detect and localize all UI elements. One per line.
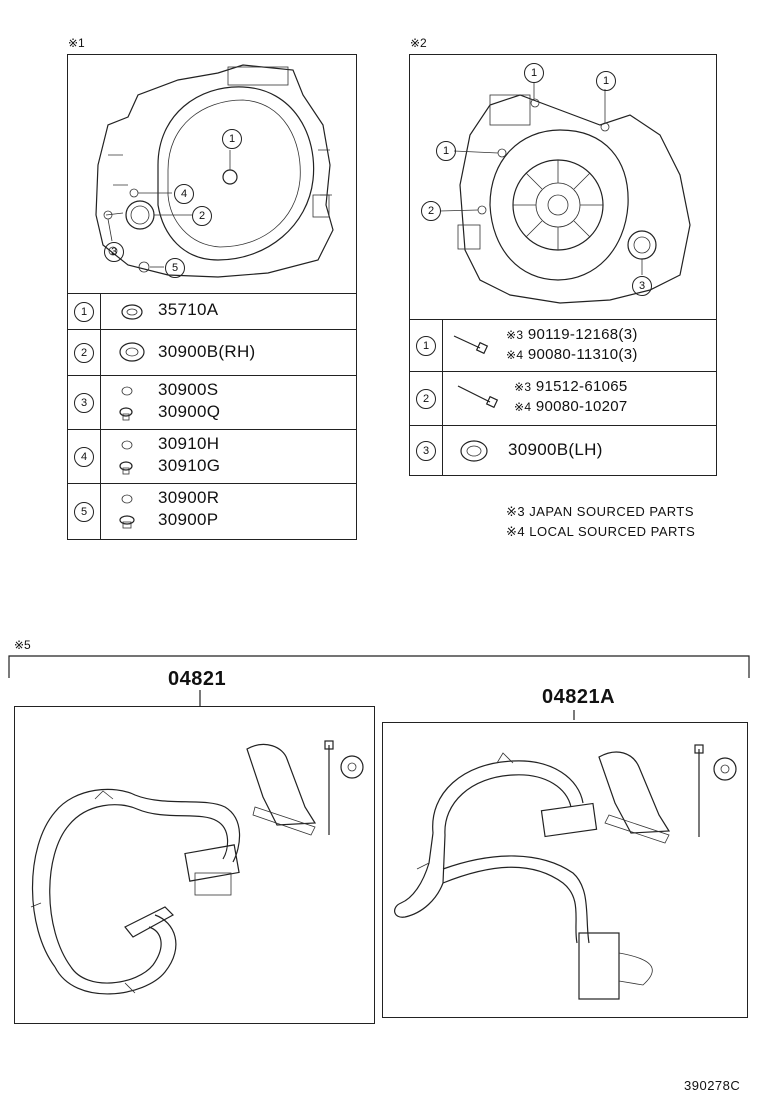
part-line: ※3 90119-12168(3) [506, 326, 638, 343]
section1-row-2: 2 30900B(RH) [68, 329, 356, 376]
wire-harness-illustration [394, 744, 737, 1000]
plug-icon [119, 515, 135, 529]
diagram-code: 390278C [684, 1078, 741, 1093]
part-number: 30900Q [158, 402, 221, 421]
callout-1: 1 [524, 63, 544, 83]
section1-row-4: 4 30910H 30910G [68, 429, 356, 484]
section1-row-3: 3 30900S 30900Q [68, 375, 356, 430]
kit-bracket-line [8, 655, 750, 720]
plug-icon [119, 407, 133, 421]
oil-seal-icon [121, 304, 143, 320]
section1-ref-label: ※1 [68, 36, 85, 50]
part-number: 30900S [158, 380, 219, 399]
callout-1: 1 [436, 141, 456, 161]
kit-label-04821: 04821 [168, 668, 227, 690]
row-number: 2 [74, 343, 94, 363]
callout-4: 4 [174, 184, 194, 204]
section2-panel: 1 1 1 2 3 1 ※3 90119-12168(3) ※4 90080-1… [409, 54, 717, 476]
callout-2: 2 [421, 201, 441, 221]
section1-row-5: 5 30900R 30900P [68, 483, 356, 540]
row-number: 1 [74, 302, 94, 322]
transmission-case-front-illustration [95, 64, 334, 278]
row-number: 3 [74, 393, 94, 413]
note-local-sourced: ※4 LOCAL SOURCED PARTS [506, 524, 696, 539]
note-japan-sourced: ※3 JAPAN SOURCED PARTS [506, 504, 695, 519]
washer-icon [121, 386, 133, 396]
row-number: 4 [74, 447, 94, 467]
wire-harness-illustration [30, 740, 364, 995]
part-number: 30900R [158, 488, 220, 507]
part-number: 30900B(RH) [158, 342, 256, 361]
callout-3: 3 [104, 242, 124, 262]
oil-seal-icon [460, 440, 488, 462]
row-number: 1 [416, 336, 436, 356]
callout-5: 5 [165, 258, 185, 278]
section2-row-3: 3 30900B(LH) [410, 425, 716, 476]
row-number: 3 [416, 441, 436, 461]
row-number: 5 [74, 502, 94, 522]
part-number: 30910G [158, 456, 221, 475]
washer-icon [121, 440, 133, 450]
transmission-case-rear-illustration [439, 83, 691, 304]
section2-row-2: 2 ※3 91512-61065 ※4 90080-10207 [410, 371, 716, 426]
bolt-icon [453, 335, 489, 355]
callout-2: 2 [192, 206, 212, 226]
part-line: ※4 90080-10207 [514, 398, 628, 415]
plug-icon [119, 461, 133, 475]
bolt-icon [457, 385, 499, 409]
row-number: 2 [416, 389, 436, 409]
callout-1: 1 [222, 129, 242, 149]
part-line: ※4 90080-11310(3) [506, 346, 638, 363]
part-number: 35710A [158, 300, 219, 319]
section2-row-1: 1 ※3 90119-12168(3) ※4 90080-11310(3) [410, 319, 716, 372]
washer-icon [121, 494, 133, 504]
section2-ref-label: ※2 [410, 36, 427, 50]
part-number: 30900B(LH) [508, 440, 603, 459]
section1-panel: 1 4 2 3 5 1 35710A 2 30900B(RH) 3 30900S… [67, 54, 357, 540]
section5-ref-label: ※5 [14, 638, 31, 652]
kit-04821-panel [14, 706, 375, 1024]
callout-3: 3 [632, 276, 652, 296]
callout-1: 1 [596, 71, 616, 91]
part-line: ※3 91512-61065 [514, 378, 628, 395]
part-number: 30910H [158, 434, 220, 453]
section1-row-1: 1 35710A [68, 293, 356, 330]
kit-04821a-panel [382, 722, 748, 1018]
oil-seal-icon [119, 342, 145, 362]
part-number: 30900P [158, 510, 219, 529]
kit-label-04821a: 04821A [542, 686, 616, 708]
